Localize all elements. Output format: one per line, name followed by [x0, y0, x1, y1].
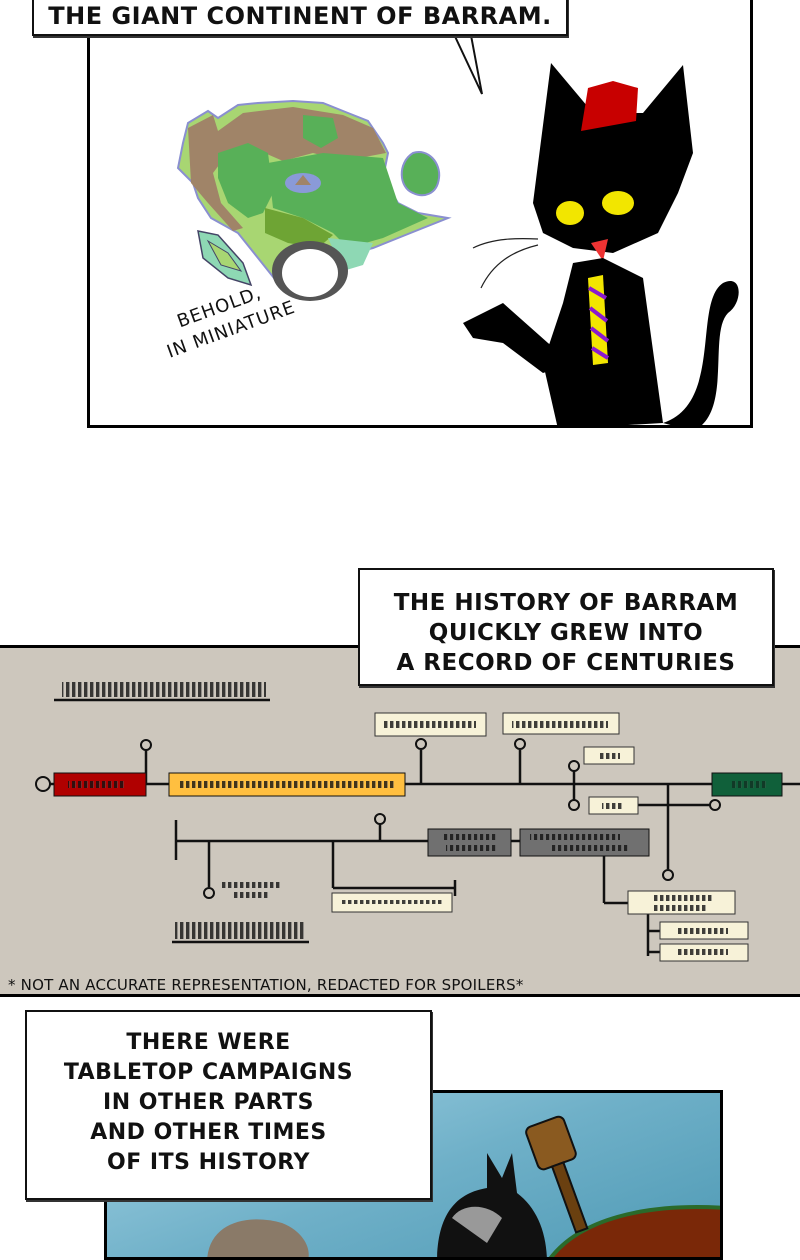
timeline-start-node	[35, 776, 51, 792]
timeline-node	[203, 887, 215, 899]
redacted-title	[62, 682, 266, 697]
timeline-node	[514, 738, 526, 750]
caption-line: THERE WERE	[126, 1030, 291, 1055]
timeline-node	[568, 760, 580, 772]
campaign-illustration	[207, 1115, 720, 1257]
map-illustration	[176, 63, 739, 425]
cat-character	[463, 63, 739, 425]
caption-box-campaigns: THERE WERE TABLETOP CAMPAIGNS IN OTHER P…	[25, 1010, 432, 1200]
panel-timeline: * NOT AN ACCURATE REPRESENTATION, REDACT…	[0, 645, 800, 997]
timeline-diagram	[35, 682, 800, 962]
speech-bubble-tail	[450, 29, 483, 95]
caption-line: THE HISTORY OF BARRAM	[393, 590, 739, 616]
caption-line: QUICKLY GREW INTO	[428, 620, 704, 646]
timeline-node	[374, 813, 386, 825]
caption-box-history: THE HISTORY OF BARRAM QUICKLY GREW INTO …	[358, 568, 774, 686]
caption-line: OF ITS HISTORY	[107, 1150, 310, 1175]
timeline-node	[140, 739, 152, 751]
redacted-title	[175, 922, 305, 939]
era-box-gray	[427, 828, 512, 857]
caption-line: A RECORD OF CENTURIES	[396, 650, 736, 676]
bubble-text: THE GIANT CONTINENT OF BARRAM.	[48, 2, 552, 30]
timeline-node	[568, 799, 580, 811]
speech-bubble-top: THE GIANT CONTINENT OF BARRAM.	[32, 0, 568, 36]
timeline-node	[662, 869, 674, 881]
caption-line: IN OTHER PARTS	[103, 1090, 314, 1115]
caption-line: TABLETOP CAMPAIGNS	[63, 1060, 354, 1085]
timeline-node	[709, 799, 721, 811]
caption-line: AND OTHER TIMES	[90, 1120, 327, 1145]
timeline-node	[415, 738, 427, 750]
footnote: * NOT AN ACCURATE REPRESENTATION, REDACT…	[8, 976, 524, 994]
hammer-icon	[525, 1115, 589, 1234]
era-box-gray	[519, 828, 650, 857]
panel-map: BEHOLD, IN MINIATURE	[87, 0, 753, 428]
